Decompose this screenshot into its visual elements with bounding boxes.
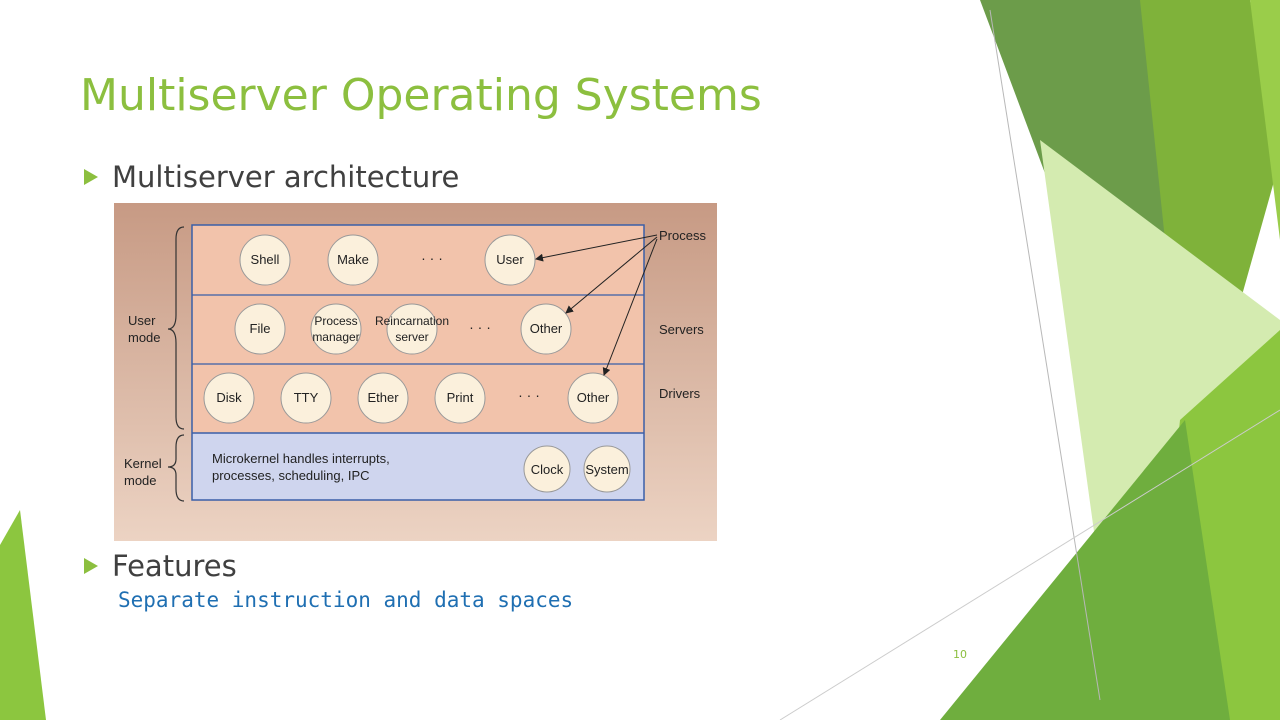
bullet-text: Multiserver architecture — [112, 160, 460, 194]
reincarnation-server-circle: Reincarnation server — [375, 303, 449, 355]
svg-text:Other: Other — [530, 321, 563, 336]
svg-text:manager: manager — [312, 330, 359, 344]
svg-text:File: File — [250, 321, 271, 336]
servers-label: Servers — [659, 322, 704, 337]
svg-text:Disk: Disk — [216, 390, 242, 405]
right-mid-shape — [1140, 0, 1280, 480]
other-driver-circle: Other — [567, 372, 619, 424]
driver-dots: · · · — [518, 387, 540, 403]
kernel-mode-brace — [167, 434, 185, 502]
svg-text:Reincarnation: Reincarnation — [375, 314, 449, 328]
user-mode-label-1: User — [128, 313, 156, 328]
system-circle: System — [583, 445, 631, 493]
slide-title: Multiserver Operating Systems — [80, 70, 762, 121]
bullet-arrow-icon — [84, 169, 98, 185]
process-label: Process — [659, 228, 706, 243]
bullet-multiserver: Multiserver architecture — [84, 160, 459, 194]
arrow-to-other-server — [565, 236, 658, 314]
right-top-shape — [1250, 0, 1280, 240]
drivers-label: Drivers — [659, 386, 701, 401]
user-mode-label-2: mode — [128, 330, 161, 345]
shell-circle: Shell — [239, 234, 291, 286]
bottom-green-shape — [940, 420, 1230, 720]
user-mode-brace — [167, 226, 185, 430]
kernel-band — [192, 433, 644, 500]
file-circle: File — [234, 303, 286, 355]
ether-circle: Ether — [357, 372, 409, 424]
svg-text:Shell: Shell — [251, 252, 280, 267]
svg-text:TTY: TTY — [294, 390, 319, 405]
svg-text:Print: Print — [447, 390, 474, 405]
server-dots: · · · — [469, 319, 491, 335]
print-circle: Print — [434, 372, 486, 424]
bullet-text: Features — [112, 549, 237, 583]
make-circle: Make — [327, 234, 379, 286]
svg-text:Other: Other — [577, 390, 610, 405]
svg-text:User: User — [496, 252, 524, 267]
svg-text:Clock: Clock — [531, 462, 564, 477]
svg-text:Make: Make — [337, 252, 369, 267]
kernel-mode-label-2: mode — [124, 473, 157, 488]
arrow-to-user — [535, 234, 658, 262]
page-number: 10 — [953, 648, 967, 661]
sub-point: Separate instruction and data spaces — [118, 588, 574, 612]
kernel-mode-label-1: Kernel — [124, 456, 162, 471]
kernel-text-2: processes, scheduling, IPC — [212, 468, 370, 483]
bullet-features: Features — [84, 549, 237, 583]
svg-text:Ether: Ether — [367, 390, 399, 405]
kernel-text-1: Microkernel handles interrupts, — [212, 451, 390, 466]
svg-text:Process: Process — [314, 314, 357, 328]
tty-circle: TTY — [280, 372, 332, 424]
disk-circle: Disk — [203, 372, 255, 424]
svg-text:server: server — [395, 330, 428, 344]
clock-circle: Clock — [523, 445, 571, 493]
bullet-arrow-icon — [84, 558, 98, 574]
process-dots: · · · — [421, 250, 443, 266]
multiserver-diagram: User mode Kernel mode Process Servers Dr… — [114, 203, 717, 541]
svg-text:System: System — [585, 462, 628, 477]
process-manager-circle: Process manager — [310, 303, 362, 355]
left-green-shape — [0, 510, 46, 720]
user-circle: User — [484, 234, 536, 286]
other-server-circle: Other — [520, 303, 572, 355]
arrow-to-other-driver — [602, 238, 658, 376]
